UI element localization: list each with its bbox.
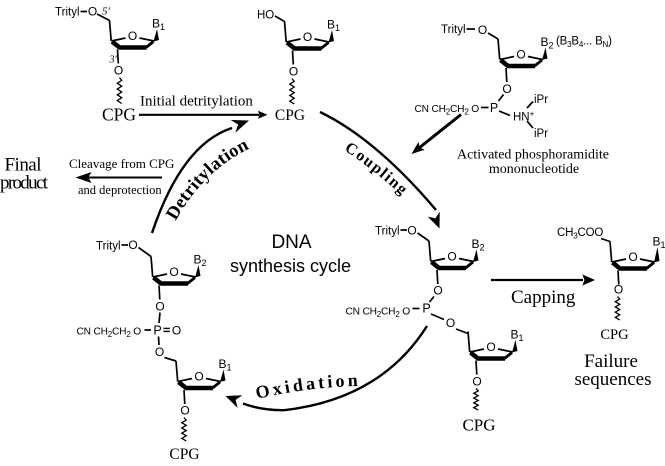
svg-text:B: B — [327, 18, 335, 32]
svg-text:B: B — [541, 35, 549, 49]
svg-text:CPG: CPG — [169, 446, 199, 461]
svg-text:Capping: Capping — [511, 287, 576, 308]
svg-text:O: O — [502, 82, 511, 96]
svg-text:5′: 5′ — [102, 6, 111, 18]
svg-text:Trityl: Trityl — [375, 226, 400, 238]
svg-text:CH3COO: CH3COO — [557, 227, 603, 241]
svg-text:P: P — [490, 101, 498, 115]
svg-text:O: O — [472, 375, 481, 389]
svg-text:O: O — [128, 238, 137, 252]
svg-text:Activated phosphoramidite: Activated phosphoramidite — [457, 148, 609, 163]
svg-text:Trityl: Trityl — [441, 24, 466, 36]
svg-text:O: O — [88, 5, 97, 19]
svg-text:O: O — [628, 250, 637, 264]
svg-text:O: O — [433, 284, 442, 298]
svg-text:O: O — [114, 64, 123, 78]
svg-text:iPr: iPr — [534, 128, 548, 140]
svg-text:CPG: CPG — [600, 327, 629, 343]
svg-text:O: O — [128, 29, 137, 43]
svg-text:sequences: sequences — [574, 369, 651, 390]
svg-text:2: 2 — [202, 258, 207, 268]
svg-text:1: 1 — [661, 240, 665, 250]
svg-text:O: O — [194, 370, 203, 384]
svg-text:and deprotection: and deprotection — [78, 183, 162, 197]
svg-text:HO: HO — [257, 10, 274, 22]
svg-text:O: O — [172, 324, 181, 338]
svg-text:2: 2 — [480, 243, 485, 253]
svg-text:O: O — [289, 65, 298, 79]
svg-text:O: O — [614, 283, 623, 297]
svg-text:Initial detritylation: Initial detritylation — [140, 94, 253, 110]
svg-text:B: B — [472, 237, 480, 251]
svg-text:O: O — [303, 30, 312, 44]
svg-text:O: O — [155, 300, 164, 314]
svg-text:O: O — [169, 265, 178, 279]
svg-text:mononucleotide: mononucleotide — [489, 162, 579, 177]
svg-text:Trityl: Trityl — [96, 241, 121, 253]
svg-text:O: O — [447, 250, 456, 264]
svg-text:synthesis cycle: synthesis cycle — [230, 256, 351, 276]
svg-text:product: product — [0, 173, 49, 194]
svg-text:CPG: CPG — [102, 105, 136, 125]
svg-text:O: O — [407, 224, 416, 238]
svg-text:1: 1 — [519, 333, 524, 343]
svg-text:CPG: CPG — [462, 416, 495, 435]
svg-text:P: P — [153, 324, 161, 338]
svg-text:1: 1 — [335, 23, 340, 33]
svg-text:1: 1 — [227, 363, 232, 373]
svg-text:O: O — [155, 345, 164, 359]
svg-text:O: O — [516, 48, 525, 62]
svg-text:2: 2 — [549, 41, 554, 51]
svg-text:O: O — [180, 404, 189, 418]
svg-text:O: O — [446, 316, 455, 330]
svg-text:B: B — [653, 235, 661, 249]
svg-text:Cleavage from CPG: Cleavage from CPG — [69, 156, 174, 171]
svg-text:O: O — [478, 23, 487, 37]
svg-text:B: B — [511, 328, 519, 342]
svg-text:DNA: DNA — [271, 232, 311, 253]
svg-text:Trityl: Trityl — [55, 7, 80, 19]
svg-text:B: B — [194, 253, 202, 267]
svg-text:O: O — [486, 340, 495, 354]
svg-text:iPr: iPr — [534, 94, 548, 106]
svg-text:P: P — [422, 302, 430, 316]
svg-text:1: 1 — [160, 22, 165, 32]
svg-text:B: B — [219, 357, 227, 371]
svg-text:CPG: CPG — [275, 107, 305, 124]
svg-text:B: B — [152, 17, 160, 31]
